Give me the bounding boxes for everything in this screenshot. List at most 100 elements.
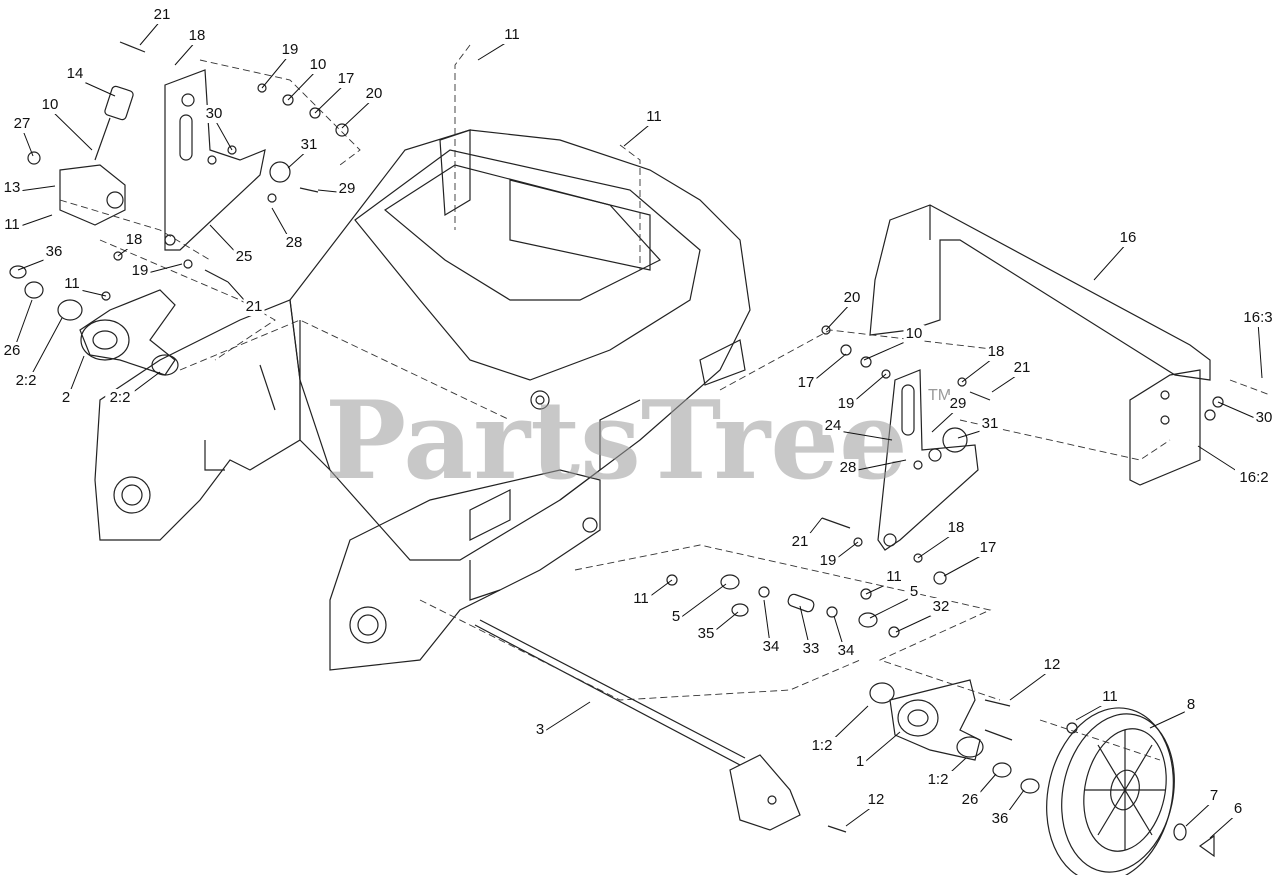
callout-number: 18: [988, 343, 1005, 360]
callout-number: 19: [820, 552, 837, 569]
callout-label-bg: [1041, 656, 1063, 674]
callout-17: 17: [795, 353, 847, 392]
callout-leader-line: [1149, 708, 1192, 729]
callout-number: 24: [825, 417, 842, 434]
callout-number: 10: [310, 56, 327, 73]
callout-label-bg: [298, 136, 320, 154]
callout-number: 25: [236, 248, 253, 265]
callout-5: 5: [669, 583, 727, 626]
callout-label-bg: [1239, 309, 1277, 327]
callout-leader-line: [49, 108, 93, 151]
watermark: PartsTree TM: [325, 378, 951, 504]
callout-number: 20: [366, 85, 383, 102]
callout-number: 30: [206, 105, 223, 122]
callout-number: 19: [838, 395, 855, 412]
callout-label-bg: [883, 568, 905, 586]
callout-32: 32: [895, 598, 952, 633]
callout-13: 13: [1, 179, 56, 197]
callout-number: 18: [189, 27, 206, 44]
callout-label-bg: [945, 519, 967, 537]
callout-18: 18: [961, 343, 1007, 383]
callout-29: 29: [317, 180, 358, 198]
callout-label-bg: [1, 216, 23, 234]
callout-5: 5: [869, 583, 921, 619]
callout-33: 33: [799, 605, 822, 658]
callout-28: 28: [837, 459, 907, 477]
callout-16-3: 16:3: [1239, 309, 1277, 379]
callout-number: 5: [672, 608, 680, 625]
callout-2: 2: [59, 355, 85, 407]
callout-label-bg: [630, 590, 652, 608]
callout-number: 20: [844, 289, 861, 306]
callout-number: 21: [792, 533, 809, 550]
callout-label-bg: [822, 417, 844, 435]
callout-number: 12: [868, 791, 885, 808]
callout-number: 28: [286, 234, 303, 251]
callout-number: 19: [132, 262, 149, 279]
callout-label-bg: [695, 625, 717, 643]
callout-number: 6: [1234, 800, 1242, 817]
callout-label-bg: [989, 810, 1011, 828]
callout-label-bg: [203, 105, 225, 123]
callout-31: 31: [287, 136, 320, 169]
callout-label-bg: [39, 96, 61, 114]
callout-26: 26: [1, 299, 33, 360]
callout-label-bg: [985, 343, 1007, 361]
callout-11: 11: [477, 26, 523, 61]
callout-label-bg: [853, 753, 867, 771]
callout-label-bg: [817, 552, 839, 570]
callout-label-bg: [336, 180, 358, 198]
callout-label-bg: [11, 372, 41, 390]
callout-label-bg: [279, 41, 301, 59]
callout-leader-line: [261, 53, 291, 89]
callout-30: 30: [203, 105, 233, 151]
callout-1-2: 1:2: [807, 705, 869, 755]
callout-label-bg: [1184, 696, 1198, 714]
callout-label-bg: [923, 771, 953, 789]
callout-11: 11: [630, 579, 673, 608]
callout-number: 34: [838, 642, 855, 659]
callout-number: 35: [698, 625, 715, 642]
callout-label-bg: [283, 234, 305, 252]
right-lower-plate: [329, 469, 601, 671]
callout-label-bg: [977, 539, 999, 557]
callout-label-bg: [1011, 359, 1033, 377]
callout-label-bg: [1207, 787, 1221, 805]
rear-guard: [869, 204, 1224, 486]
upper-left-lever-bracket: [164, 69, 266, 251]
callout-label-bg: [1099, 688, 1121, 706]
callout-18: 18: [174, 27, 208, 66]
callout-label-bg: [43, 243, 65, 261]
callout-number: 10: [906, 325, 923, 342]
callout-11: 11: [865, 568, 905, 595]
callout-number: 26: [4, 342, 21, 359]
lower-linkage: [666, 574, 900, 638]
callout-16: 16: [1093, 229, 1139, 281]
callout-label-bg: [643, 108, 665, 126]
callout-number: 18: [126, 231, 143, 248]
callout-19: 19: [261, 41, 301, 89]
callout-number: 11: [886, 568, 902, 585]
callout-11: 11: [61, 275, 107, 297]
callout-number: 17: [798, 374, 815, 391]
callout-number: 30: [1256, 409, 1273, 426]
callout-label-bg: [363, 85, 385, 103]
callout-number: 10: [42, 96, 59, 113]
callout-number: 36: [46, 243, 63, 260]
callout-label-bg: [835, 642, 857, 660]
callout-17: 17: [314, 70, 357, 114]
callout-31: 31: [957, 415, 1001, 439]
callout-label-bg: [800, 640, 822, 658]
callout-label-bg: [795, 374, 817, 392]
callout-35: 35: [695, 611, 739, 643]
callout-label-bg: [903, 325, 925, 343]
callout-number: 2:2: [16, 372, 37, 389]
callout-label-bg: [865, 791, 887, 809]
callout-label-bg: [947, 395, 969, 413]
callout-10: 10: [863, 325, 925, 361]
callout-number: 1: [856, 753, 864, 770]
callout-21: 21: [227, 281, 265, 316]
callout-21: 21: [139, 6, 173, 46]
callout-2-2: 2:2: [11, 317, 63, 390]
callout-number: 26: [962, 791, 979, 808]
